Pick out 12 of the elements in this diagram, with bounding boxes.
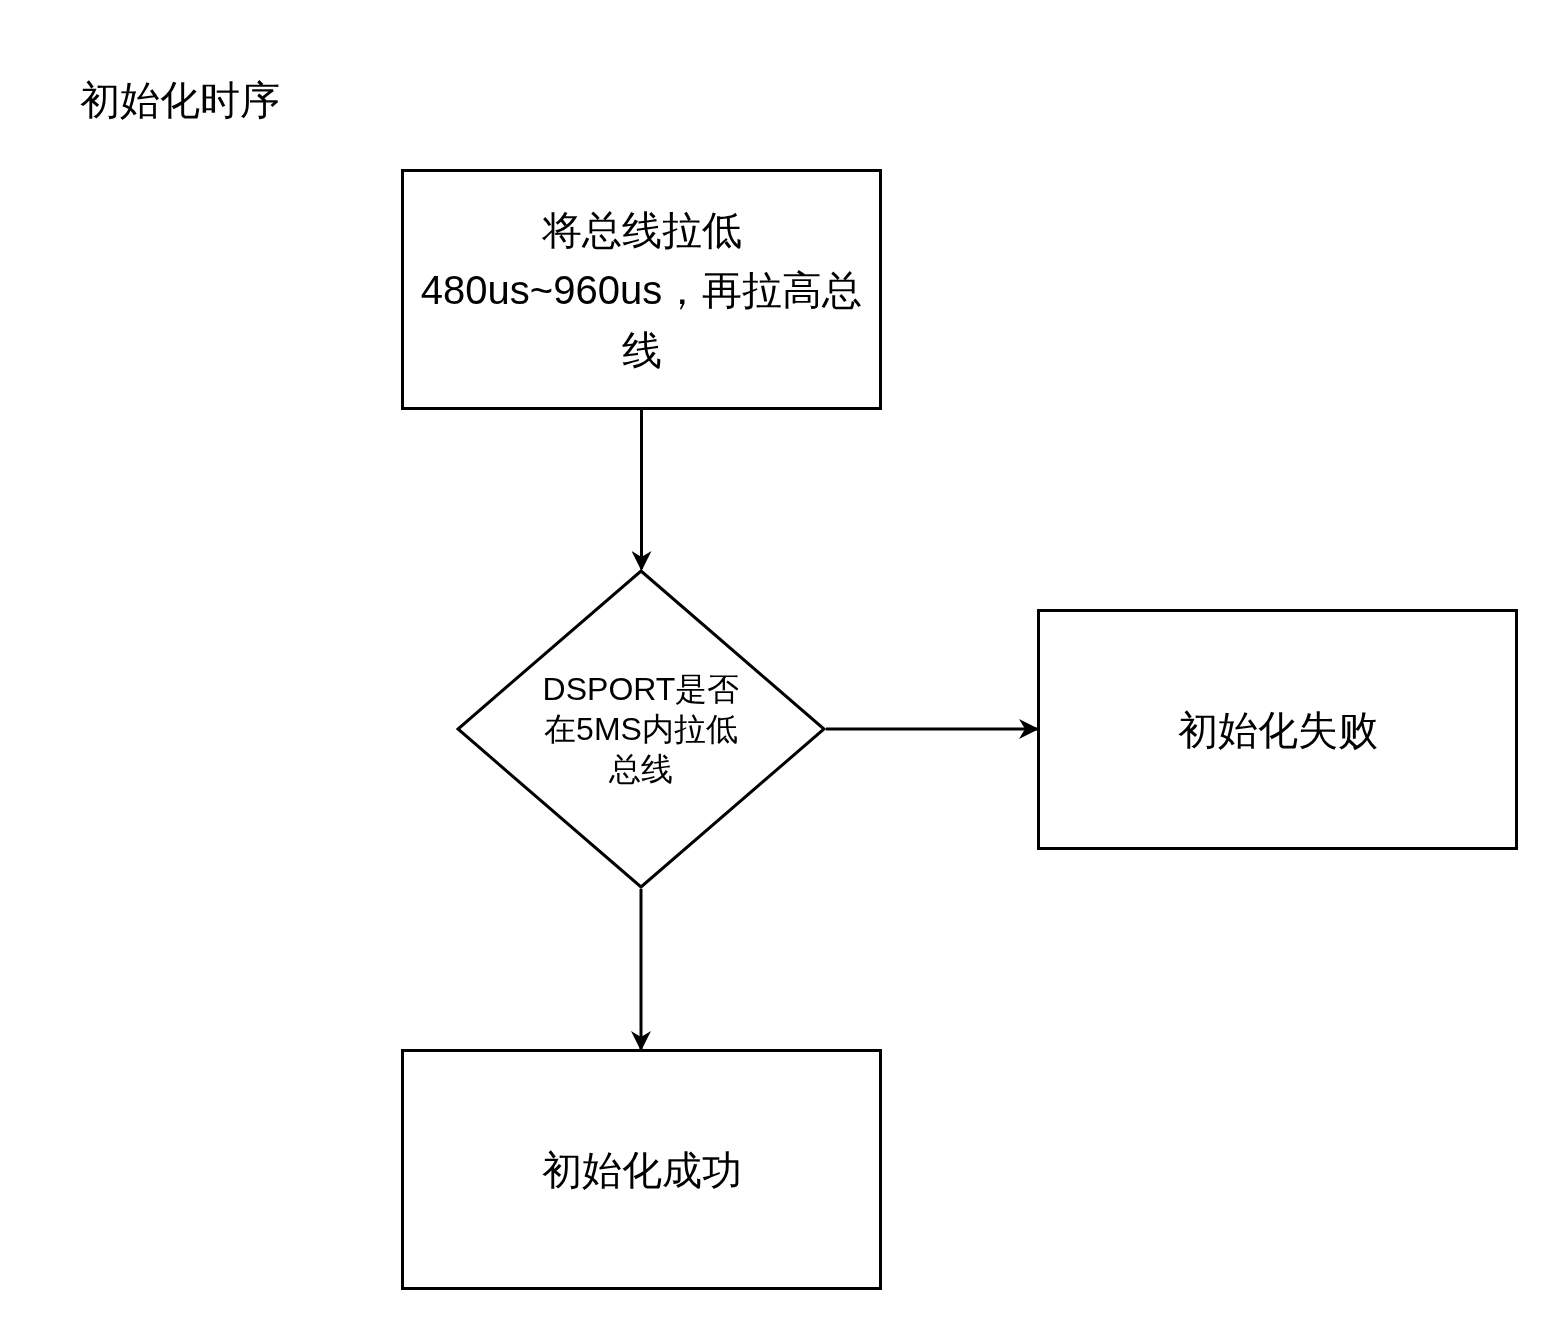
- arrow: [631, 889, 651, 1051]
- node-label: 初始化失败: [1176, 706, 1379, 754]
- process-box: [401, 1049, 882, 1290]
- node-label: 初始化成功: [540, 1146, 743, 1194]
- arrow: [631, 410, 652, 571]
- process-box: [1037, 609, 1518, 850]
- node-label: DSPORT是否在5MS内拉低总线: [541, 670, 741, 789]
- node-label: 将总线拉低480us~960us，再拉高总线: [419, 206, 864, 374]
- process-box: [401, 169, 882, 410]
- diagram-title: 初始化时序: [80, 77, 280, 124]
- arrow: [826, 719, 1039, 739]
- decision-diamond: [456, 569, 826, 889]
